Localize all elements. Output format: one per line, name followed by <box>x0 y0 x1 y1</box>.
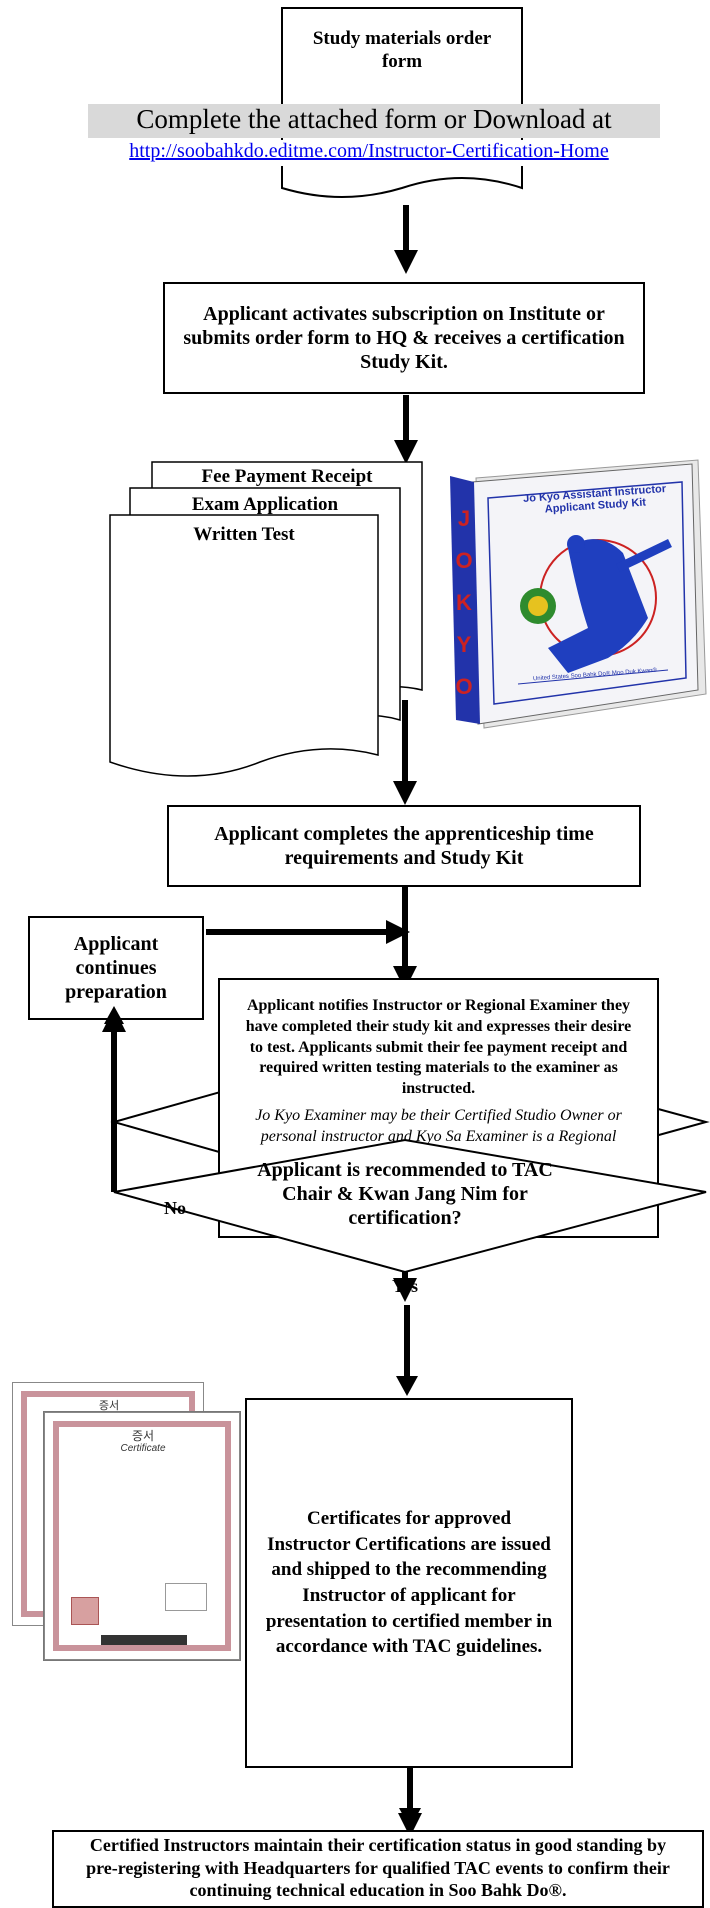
continues-text: Applicant continues preparation <box>65 933 167 1003</box>
spine-letter: O <box>455 674 473 699</box>
decision-yes-label: Yes <box>392 1276 418 1296</box>
step-maintain-box: Certified Instructors maintain their cer… <box>52 1830 704 1908</box>
order-form-url-link[interactable]: http://soobahkdo.editme.com/Instructor-C… <box>129 140 609 162</box>
certificate-image-front: 증서 Certificate <box>44 1412 240 1660</box>
certificate-front-subheader: Certificate <box>120 1443 166 1454</box>
step-certificates-box: Certificates for approved Instructor Cer… <box>245 1398 573 1768</box>
order-form-instruction-band <box>88 104 660 138</box>
step-activate-box: Applicant activates subscription on Inst… <box>163 282 645 394</box>
spine-letter: Y <box>456 632 472 657</box>
doc-exam-label: Exam Application <box>191 494 339 515</box>
study-kit-book-art <box>450 459 707 729</box>
study-kit-spine: J O K Y O <box>453 498 475 708</box>
step-certificates-text: Certificates for approved Instructor Cer… <box>265 1508 553 1658</box>
step-activate-text: Applicant activates subscription on Inst… <box>183 303 625 373</box>
step-maintain-text: Certified Instructors maintain their cer… <box>86 1835 670 1900</box>
order-form-url-band <box>44 140 694 166</box>
certificate-seal-right <box>165 1583 207 1611</box>
step-apprentice-text: Applicant completes the apprenticeship t… <box>214 823 594 869</box>
certificate-bottom-bar <box>101 1635 187 1645</box>
certificate-front-border <box>53 1421 231 1651</box>
spine-letter: O <box>455 548 473 573</box>
spine-letter: K <box>456 590 472 615</box>
certificate-back-header: 증서 <box>98 1400 120 1412</box>
spine-letter: J <box>457 506 471 531</box>
decision-question: Applicant is recommended to TAC Chair & … <box>257 1159 553 1229</box>
study-kit-book: Jo Kyo Assistant Instructor Applicant St… <box>448 458 708 730</box>
order-form-title: Study materials order form <box>312 28 492 72</box>
certificate-seal-left <box>71 1597 99 1625</box>
step-apprentice-box: Applicant completes the apprenticeship t… <box>167 805 641 887</box>
decision-no-label: No <box>164 1198 186 1218</box>
certificate-front-header: 증서 <box>131 1429 155 1443</box>
step-notify-text: Applicant notifies Instructor or Regiona… <box>245 997 632 1098</box>
doc-test-shape <box>109 514 379 777</box>
doc-fee-label: Fee Payment Receipt <box>201 466 373 487</box>
continues-box: Applicant continues preparation <box>28 916 204 1020</box>
doc-test-label: Written Test <box>193 524 295 545</box>
order-form-instruction: Complete the attached form or Download a… <box>136 104 612 134</box>
